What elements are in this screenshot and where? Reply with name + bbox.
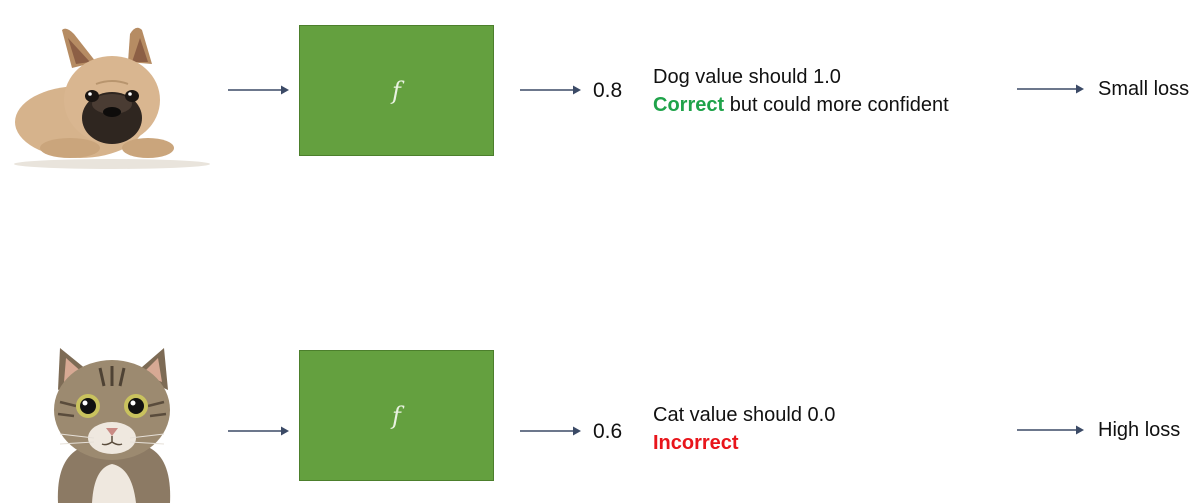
- function-box: f: [299, 25, 494, 156]
- target-statement: Dog value should 1.0: [653, 66, 841, 88]
- verdict-detail: but could more confident: [724, 94, 949, 116]
- loss-arrow: [1017, 83, 1085, 95]
- prediction-description: Dog value should 1.0 Correct but could m…: [653, 63, 949, 119]
- verdict-correct: Correct: [653, 94, 725, 116]
- verdict-incorrect: Incorrect: [653, 432, 739, 454]
- output-arrow: [520, 84, 582, 96]
- dog-example-row: f 0.8 Dog value should 1.0 Correct but c…: [0, 0, 1200, 200]
- loss-label: High loss: [1098, 419, 1181, 441]
- prediction-description: Cat value should 0.0 Incorrect: [653, 401, 835, 457]
- input-arrow: [228, 84, 290, 96]
- loss-arrow: [1017, 424, 1085, 436]
- cat-photo: [0, 340, 225, 503]
- target-statement: Cat value should 0.0: [653, 404, 836, 426]
- function-label: f: [392, 76, 401, 105]
- output-arrow: [520, 425, 582, 437]
- loss-label: Small loss: [1098, 78, 1190, 100]
- dog-photo: [0, 0, 225, 172]
- function-box: f: [299, 350, 494, 481]
- output-value: 0.8: [593, 79, 623, 102]
- verdict-line: Correct but could more confident: [653, 91, 949, 119]
- input-arrow: [228, 425, 290, 437]
- output-value: 0.6: [593, 420, 623, 443]
- verdict-line: Incorrect: [653, 429, 835, 457]
- cat-example-row: f 0.6 Cat value should 0.0 Incorrect Hig…: [0, 330, 1200, 503]
- function-label: f: [392, 401, 401, 430]
